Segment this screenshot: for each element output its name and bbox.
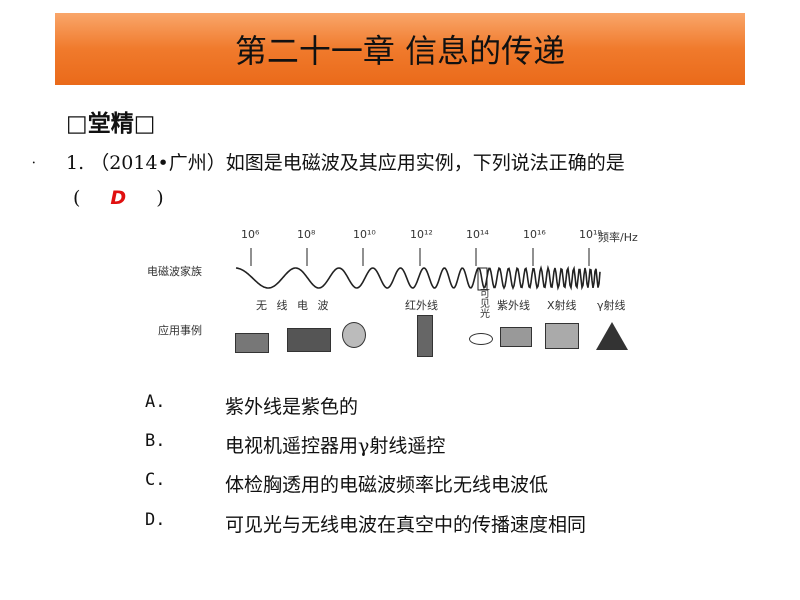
paren-close: ) — [156, 187, 164, 209]
band-radio: 无 线 电 波 — [256, 299, 332, 312]
visible-band-box — [477, 267, 488, 291]
family-label: 电磁波家族 — [147, 265, 202, 278]
wave-curve — [235, 264, 601, 291]
option-text: 电视机遥控器用γ射线遥控 — [225, 435, 446, 457]
freq-label: 10⁶ — [241, 228, 260, 241]
question-stem: （2014•广州）如图是电磁波及其应用实例，下列说法正确的是 — [90, 152, 625, 174]
freq-unit: 频率/Hz — [598, 231, 638, 244]
satellite-dish-icon — [342, 322, 366, 348]
freq-label: 10¹⁶ — [523, 228, 546, 241]
freq-label: 10⁸ — [297, 228, 316, 241]
band-ultraviolet: 紫外线 — [497, 299, 530, 312]
answer-blank: ( D) — [73, 187, 164, 209]
option-letter: D. — [145, 510, 166, 530]
radiation-icon — [596, 322, 628, 350]
eye-icon — [469, 333, 493, 345]
option-letter: A. — [145, 392, 166, 412]
freq-label: 10¹² — [410, 228, 433, 241]
band-xray: X射线 — [547, 299, 577, 312]
freq-label: 10¹⁴ — [466, 228, 489, 241]
bullet-dot: • — [32, 160, 36, 167]
option-letter: C. — [145, 470, 166, 490]
remote-control-icon — [417, 315, 433, 357]
section-title: □堂精□ — [66, 111, 156, 137]
option-text: 可见光与无线电波在真空中的传播速度相同 — [225, 514, 587, 536]
xray-film-icon — [545, 323, 579, 349]
radio-icon — [235, 333, 269, 353]
option-letter: B. — [145, 431, 166, 451]
band-gamma: γ射线 — [597, 299, 626, 312]
uv-lamp-icon — [500, 327, 532, 347]
chapter-title: 第二十一章 信息的传递 — [234, 32, 566, 70]
question-number: 1. — [66, 152, 85, 174]
television-icon — [287, 328, 331, 352]
freq-label: 10¹⁰ — [353, 228, 376, 241]
frequency-ticks — [250, 248, 590, 266]
paren-open: ( — [73, 187, 81, 209]
option-text: 紫外线是紫色的 — [225, 396, 359, 418]
chapter-banner: 第二十一章 信息的传递 — [55, 13, 745, 85]
band-visible: 可见光 — [480, 289, 490, 320]
band-infrared: 红外线 — [405, 299, 438, 312]
answer-letter: D — [110, 187, 127, 209]
option-text: 体检胸透用的电磁波频率比无线电波低 — [225, 474, 549, 496]
apps-label: 应用事例 — [158, 324, 202, 337]
freq-label: 10¹⁸ — [579, 228, 602, 241]
question-text: 1. （2014•广州）如图是电磁波及其应用实例，下列说法正确的是 — [66, 148, 625, 175]
